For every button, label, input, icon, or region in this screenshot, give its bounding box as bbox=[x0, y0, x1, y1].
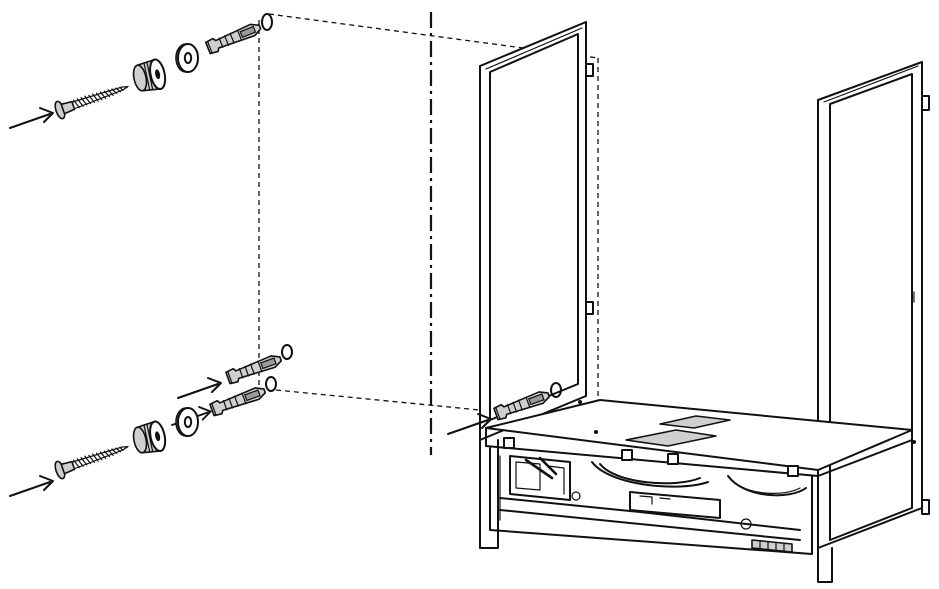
o-ring-icon bbox=[550, 382, 562, 398]
spacer-icon bbox=[130, 419, 169, 457]
projection-lines bbox=[258, 13, 599, 430]
o-ring-icon bbox=[281, 344, 293, 360]
washer-icon bbox=[175, 43, 199, 73]
wall-plug-icon bbox=[208, 383, 268, 418]
screw-icon bbox=[52, 437, 132, 481]
screw-icon bbox=[52, 77, 132, 121]
screw-assembly-top bbox=[9, 13, 273, 129]
wall-plug-icon bbox=[204, 19, 264, 56]
washer-icon bbox=[175, 407, 199, 437]
wall-plug-pair bbox=[171, 344, 293, 426]
arrow-icon bbox=[9, 475, 54, 497]
frame-unit-icon bbox=[447, 21, 930, 583]
arrow-icon bbox=[177, 377, 222, 399]
o-ring-icon bbox=[261, 13, 273, 31]
spacer-icon bbox=[130, 57, 169, 95]
screw-assembly-bottom bbox=[9, 407, 199, 497]
o-ring-icon bbox=[265, 376, 277, 392]
arrow-icon bbox=[9, 107, 54, 129]
